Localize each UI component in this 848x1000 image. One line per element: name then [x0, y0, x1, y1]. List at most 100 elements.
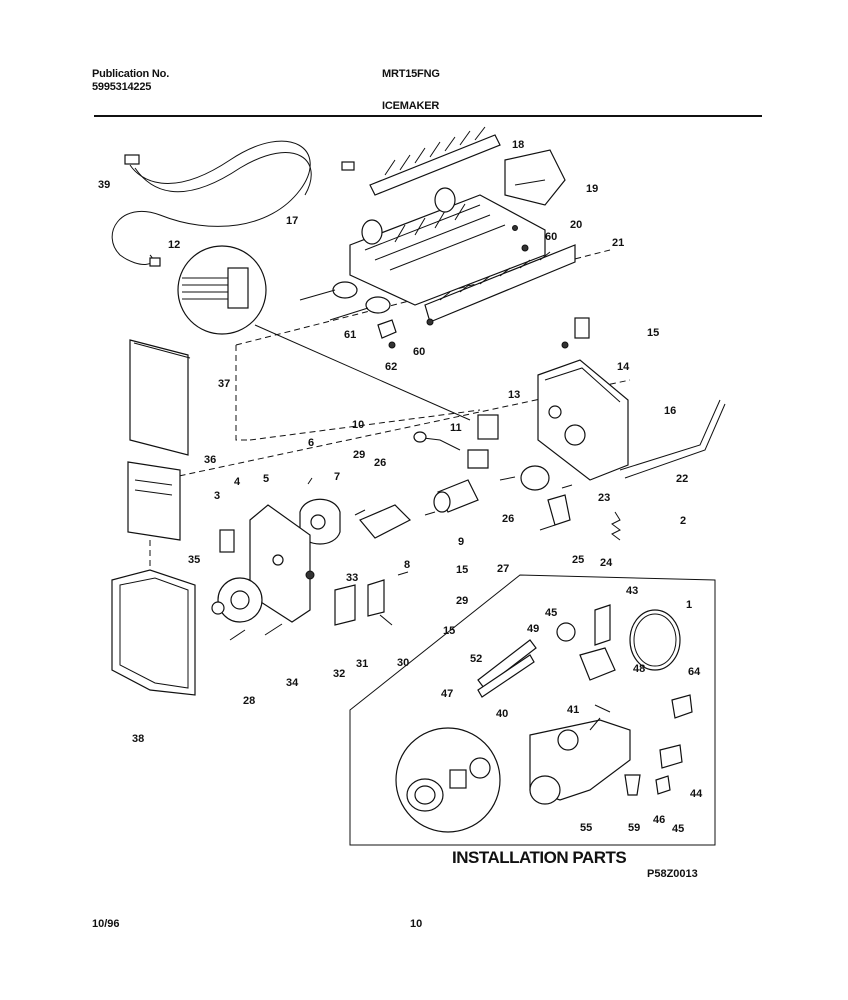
callout-label: 20 — [570, 219, 582, 231]
callout-label: 36 — [204, 454, 216, 466]
nut-49 — [556, 622, 576, 642]
callout-label: 22 — [676, 473, 688, 485]
section-title: ICEMAKER — [382, 100, 440, 112]
callout-label: 25 — [572, 554, 584, 566]
callout-label: 45 — [545, 607, 557, 619]
callout-label: 17 — [286, 215, 298, 227]
switch-32 — [334, 584, 356, 626]
callout-label: 39 — [98, 179, 110, 191]
callout-label: 41 — [567, 704, 579, 716]
callout-label: 7 — [334, 471, 340, 483]
callout-label: 1 — [686, 599, 692, 611]
mold-cover — [504, 149, 566, 206]
shutoff-arm — [619, 399, 726, 479]
label-card — [127, 461, 181, 541]
callout-label: 2 — [680, 515, 686, 527]
callout-label: 31 — [356, 658, 368, 670]
callout-label: 3 — [214, 490, 220, 502]
callout-label: 18 — [512, 139, 524, 151]
callout-label: 37 — [218, 378, 230, 390]
callout-label: 64 — [688, 666, 701, 678]
callout-label: 15 — [647, 327, 659, 339]
callout-label: 15 — [443, 625, 455, 637]
callout-label: 26 — [502, 513, 514, 525]
callout-label: 60 — [545, 231, 557, 243]
callout-label: 6 — [308, 437, 314, 449]
callout-label: 11 — [450, 422, 462, 434]
callout-label: 40 — [496, 708, 508, 720]
callout-label: 12 — [168, 239, 180, 251]
ice-ejector — [369, 126, 501, 196]
callout-label: 55 — [580, 822, 592, 834]
header-rule — [94, 115, 762, 117]
clamp-64 — [671, 694, 693, 719]
callout-label: 52 — [470, 653, 482, 665]
gear-hub — [211, 601, 225, 615]
callout-label: 43 — [626, 585, 638, 597]
model-number: MRT15FNG — [382, 68, 440, 80]
callout-label: 44 — [690, 788, 703, 800]
switch-8 — [359, 504, 412, 539]
callout-label: 61 — [344, 329, 356, 341]
grommet-59 — [624, 774, 641, 796]
callout-label: 14 — [617, 361, 630, 373]
callout-label: 59 — [628, 822, 640, 834]
callout-label: 38 — [132, 733, 144, 745]
insulator-3 — [219, 529, 235, 553]
callout-labels: 39 18 19 20 60 21 17 12 61 60 62 15 14 3… — [98, 139, 703, 835]
diagram-reference: P58Z0013 — [647, 868, 698, 880]
mounting-parts — [377, 225, 529, 349]
switch-11 — [467, 449, 489, 469]
callout-label: 19 — [586, 183, 598, 195]
switch-31 — [367, 579, 385, 617]
callout-label: 62 — [385, 361, 397, 373]
callout-label: 5 — [263, 473, 269, 485]
instruction-sheet — [129, 339, 191, 456]
wire-harness — [111, 140, 355, 267]
clamp-44 — [659, 744, 683, 769]
fill-tube-52 — [477, 639, 537, 689]
screws — [229, 476, 573, 641]
callout-label: 8 — [404, 559, 410, 571]
water-tube — [629, 609, 681, 671]
valve-detail — [395, 727, 501, 833]
callout-label: 49 — [527, 623, 539, 635]
callout-label: 45 — [672, 823, 684, 835]
publication-label: Publication No. — [92, 68, 170, 80]
lever — [547, 494, 571, 526]
icemaker-mold — [299, 187, 546, 321]
publication-number: 5995314225 — [92, 81, 152, 93]
callout-label: 48 — [633, 663, 645, 675]
callout-label: 9 — [458, 536, 464, 548]
callout-label: 23 — [598, 492, 610, 504]
callout-label: 26 — [374, 457, 386, 469]
installation-parts-title: INSTALLATION PARTS — [452, 848, 627, 867]
terminal-block — [477, 414, 499, 440]
callout-label: 4 — [234, 476, 241, 488]
callout-label: 35 — [188, 554, 200, 566]
fitting-48 — [579, 647, 616, 681]
mold-shield — [424, 244, 576, 323]
callout-label: 34 — [286, 677, 299, 689]
callout-label: 30 — [397, 657, 409, 669]
callout-label: 33 — [346, 572, 358, 584]
footer-date: 10/96 — [92, 918, 120, 930]
carton — [111, 569, 196, 696]
callout-label: 16 — [664, 405, 676, 417]
spring — [611, 511, 621, 541]
installation-box — [349, 574, 716, 846]
callout-label: 10 — [352, 419, 364, 431]
callout-label: 32 — [333, 668, 345, 680]
thermostat — [574, 317, 590, 339]
control-housing — [537, 359, 629, 481]
sleeve-40 — [477, 654, 535, 698]
bracket-43 — [594, 604, 611, 646]
page-number: 10 — [410, 918, 423, 930]
callout-label: 46 — [653, 814, 665, 826]
callout-label: 28 — [243, 695, 255, 707]
connector-detail — [177, 245, 471, 421]
callout-label: 24 — [600, 557, 613, 569]
callout-label: 15 — [456, 564, 468, 576]
callout-label: 29 — [456, 595, 468, 607]
